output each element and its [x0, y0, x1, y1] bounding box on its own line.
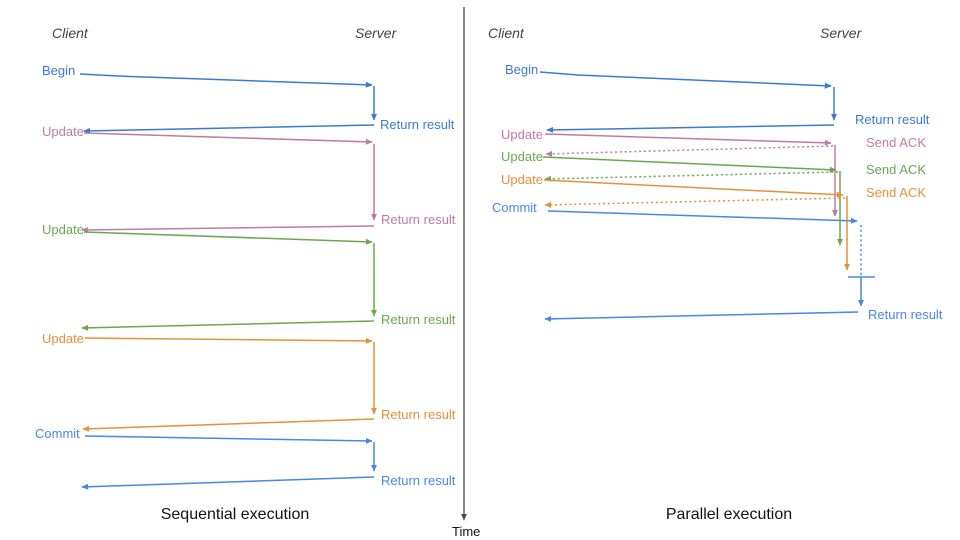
sequential-return-result-1: Return result: [380, 117, 455, 132]
parallel-update-2-label: Update: [501, 149, 543, 164]
sequential-client-header: Client: [52, 25, 89, 41]
sequential-return-result-5: Return result: [381, 473, 456, 488]
sequential-update-3-return-arrow: [82, 418, 375, 432]
parallel-begin-label: Begin: [505, 62, 538, 77]
parallel-send-ack-3: Send ACK: [866, 185, 926, 200]
parallel-send-ack-1: Send ACK: [866, 135, 926, 150]
sequential-server-header: Server: [355, 25, 398, 41]
time-axis-label: Time: [452, 524, 480, 539]
sequential-return-result-4: Return result: [381, 407, 456, 422]
sequential-update-1-return-arrow: [81, 225, 375, 233]
sequential-commit-label: Commit: [35, 426, 80, 441]
parallel-update-3-label: Update: [501, 172, 543, 187]
parallel-update-2-request-arrow: [542, 156, 837, 173]
parallel-begin-return-arrow: [546, 124, 835, 133]
sequential-commit-return-arrow: [81, 476, 375, 490]
sequential-update-2-request-arrow: [83, 231, 373, 245]
parallel-update-1-label: Update: [501, 127, 543, 142]
parallel-update-1-ack-arrow: [545, 145, 834, 157]
sequential-begin-request-arrow: [79, 73, 373, 88]
sequential-title: Sequential execution: [161, 506, 310, 523]
sequential-update-3-request-arrow: [84, 337, 373, 344]
sequential-update-1-request-arrow: [83, 132, 373, 145]
sequential-return-result-2: Return result: [381, 212, 456, 227]
sequential-begin-return-arrow: [83, 124, 375, 134]
sequential-return-result-3: Return result: [381, 312, 456, 327]
sequential-update-3-label: Update: [42, 331, 84, 346]
parallel-commit-return-arrow: [544, 311, 859, 322]
parallel-update-3-request-arrow: [543, 179, 844, 198]
parallel-title: Parallel execution: [666, 506, 792, 523]
parallel-commit-label: Commit: [492, 200, 537, 215]
parallel-return-result-2: Return result: [868, 307, 943, 322]
parallel-send-ack-2: Send ACK: [866, 162, 926, 177]
parallel-server-header: Server: [820, 25, 863, 41]
sequential-update-2-label: Update: [42, 222, 84, 237]
parallel-update-1-request-arrow: [544, 133, 832, 146]
parallel-update-3-ack-arrow: [544, 197, 846, 208]
parallel-update-2-ack-arrow: [544, 171, 839, 182]
parallel-commit-request-arrow: [547, 210, 858, 224]
parallel-return-result-1: Return result: [855, 112, 930, 127]
parallel-begin-request-arrow: [539, 71, 832, 89]
sequential-update-1-label: Update: [42, 124, 84, 139]
sequential-update-2-return-arrow: [81, 320, 375, 331]
sequential-commit-request-arrow: [84, 435, 373, 444]
parallel-client-header: Client: [488, 25, 525, 41]
sequential-begin-label: Begin: [42, 63, 75, 78]
